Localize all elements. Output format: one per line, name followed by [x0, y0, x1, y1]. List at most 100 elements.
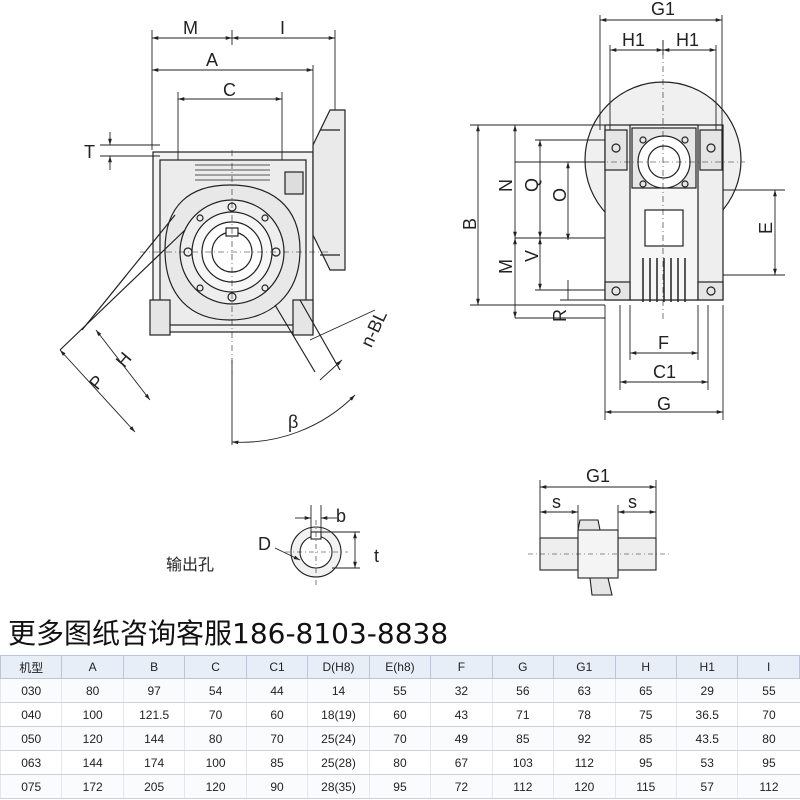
table-cell: 050: [0, 726, 62, 751]
side-view: [584, 40, 745, 320]
dim-label-G: G: [657, 394, 671, 414]
dim-label-t: t: [374, 546, 379, 566]
column-header: H1: [675, 655, 739, 679]
table-cell: 112: [491, 774, 554, 799]
table-cell: 63: [553, 678, 616, 703]
dim-label-C: C: [223, 80, 236, 100]
dim-label-P: P: [85, 371, 108, 393]
column-header: C: [184, 655, 247, 679]
dim-label-H1-left: H1: [622, 30, 645, 50]
table-cell: 120: [184, 774, 247, 799]
dim-label-I: I: [280, 18, 285, 38]
bore-caption: 输出孔: [166, 555, 214, 574]
dim-label-H: H: [112, 348, 136, 371]
table-cell: 55: [368, 678, 431, 703]
dim-label-s-left: s: [552, 492, 561, 512]
table-cell: 100: [61, 702, 124, 727]
table-cell: 49: [430, 726, 493, 751]
table-cell: 56: [491, 678, 554, 703]
dim-label-H1-right: H1: [676, 30, 699, 50]
column-header: E(h8): [368, 655, 432, 679]
table-cell: 120: [553, 774, 616, 799]
table-cell: 85: [491, 726, 554, 751]
column-header: G: [491, 655, 555, 679]
table-cell: 112: [553, 750, 616, 775]
contact-banner: 更多图纸咨询客服186-8103-8838: [8, 617, 449, 650]
dim-label-M-side: M: [496, 259, 516, 274]
dim-label-V: V: [522, 250, 542, 262]
dim-label-B: B: [460, 218, 480, 230]
table-cell: 70: [737, 702, 800, 727]
dim-label-Q: Q: [522, 178, 542, 192]
table-cell: 80: [737, 726, 800, 751]
table-cell: 115: [614, 774, 677, 799]
table-cell: 144: [122, 726, 185, 751]
side-view-labels: G1 H1 H1 B N M Q V O R E F C1 G: [460, 0, 776, 414]
table-cell: 60: [368, 702, 431, 727]
table-cell: 71: [491, 702, 554, 727]
table-cell: 43: [430, 702, 493, 727]
dim-label-beta: β: [288, 412, 298, 432]
table-cell: 92: [553, 726, 616, 751]
table-cell: 80: [184, 726, 247, 751]
table-cell: 174: [122, 750, 185, 775]
table-cell: 95: [614, 750, 677, 775]
dim-label-F: F: [658, 333, 669, 353]
column-header: C1: [245, 655, 309, 679]
bore-labels: D b t 输出孔: [166, 506, 379, 574]
shaft-labels: G1 s s: [552, 466, 637, 512]
table-cell: 172: [61, 774, 124, 799]
dim-label-R: R: [550, 309, 570, 322]
table-cell: 95: [737, 750, 800, 775]
table-cell: 063: [0, 750, 62, 775]
table-cell: 65: [614, 678, 677, 703]
table-cell: 121.5: [122, 702, 185, 727]
table-cell: 72: [430, 774, 493, 799]
table-cell: 44: [245, 678, 308, 703]
table-cell: 43.5: [675, 726, 738, 751]
table-cell: 14: [307, 678, 370, 703]
table-cell: 53: [675, 750, 738, 775]
table-cell: 144: [61, 750, 124, 775]
table-cell: 67: [430, 750, 493, 775]
column-header: B: [122, 655, 186, 679]
table-cell: 70: [184, 702, 247, 727]
dim-label-A: A: [206, 50, 218, 70]
dim-label-M: M: [183, 18, 198, 38]
table-cell: 78: [553, 702, 616, 727]
table-cell: 29: [675, 678, 738, 703]
table-cell: 60: [245, 702, 308, 727]
dim-label-D: D: [258, 534, 271, 554]
table-cell: 55: [737, 678, 800, 703]
table-cell: 32: [430, 678, 493, 703]
dim-label-n-BL: n-BL: [357, 307, 391, 350]
table-cell: 103: [491, 750, 554, 775]
table-cell: 25(24): [307, 726, 370, 751]
table-cell: 030: [0, 678, 62, 703]
column-header: D(H8): [307, 655, 370, 679]
table-cell: 80: [368, 750, 431, 775]
table-cell: 85: [245, 750, 308, 775]
table-cell: 54: [184, 678, 247, 703]
column-header: A: [61, 655, 124, 679]
table-cell: 36.5: [675, 702, 738, 727]
table-cell: 97: [122, 678, 185, 703]
table-cell: 075: [0, 774, 62, 799]
table-cell: 112: [737, 774, 800, 799]
dim-label-T: T: [84, 142, 95, 162]
table-cell: 80: [61, 678, 124, 703]
front-view: [59, 109, 346, 375]
table-cell: 70: [245, 726, 308, 751]
table-cell: 75: [614, 702, 677, 727]
table-cell: 85: [614, 726, 677, 751]
table-cell: 120: [61, 726, 124, 751]
column-header: H: [614, 655, 677, 679]
dim-label-b: b: [336, 506, 346, 526]
bore-detail: [285, 520, 348, 585]
table-cell: 95: [368, 774, 431, 799]
